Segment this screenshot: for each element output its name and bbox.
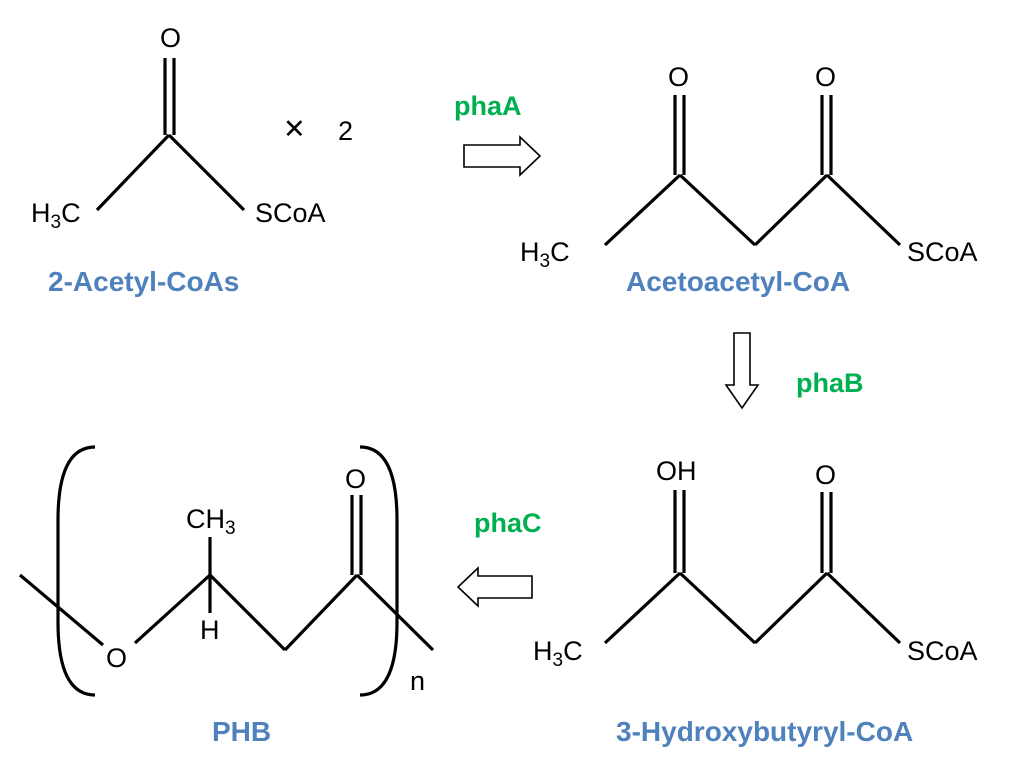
scoa-label: SCoA [255, 198, 326, 228]
compound-name-phb: PHB [212, 716, 271, 747]
ester-oxygen-label: O [106, 643, 127, 673]
bond [18, 573, 105, 647]
methyl-label: CH3 [186, 504, 236, 539]
methyl-label: H3C [520, 237, 570, 272]
bond [167, 133, 246, 212]
oxygen-label: O [160, 23, 181, 53]
enzyme-label-phaC: phaC [474, 508, 542, 538]
arrow-left-icon [456, 566, 533, 608]
scoa-label: SCoA [907, 237, 978, 267]
bond [208, 573, 287, 652]
multiply-symbol: ✕ [283, 114, 306, 144]
hydroxyl-label: OH [656, 456, 697, 486]
left-bracket [56, 445, 96, 697]
bond [603, 571, 682, 645]
bond [825, 571, 902, 645]
bond [133, 573, 212, 645]
scoa-label: SCoA [907, 636, 978, 666]
right-bracket [359, 445, 399, 697]
arrow-right-icon [463, 135, 542, 177]
bond [753, 571, 829, 645]
bond [678, 173, 757, 247]
bond [825, 173, 902, 247]
bond [283, 573, 359, 652]
arrow-down-icon [724, 332, 760, 410]
hydrogen-label: H [200, 615, 220, 645]
compound-name-acetoacetyl-coa: Acetoacetyl-CoA [626, 266, 850, 297]
acetyl-coa-structure: O H3C SCoA ✕ 2 [31, 23, 353, 233]
bond [678, 571, 757, 645]
oxygen-label: O [668, 62, 689, 92]
enzyme-label-phaA: phaA [454, 91, 522, 121]
hydroxybutyryl-coa-structure: OH O H3C SCoA [533, 456, 978, 671]
bond [95, 133, 171, 212]
oxygen-label: O [345, 464, 366, 494]
repeat-count-label: n [410, 666, 425, 696]
bond [355, 573, 435, 652]
oxygen-label: O [815, 62, 836, 92]
bond [603, 173, 682, 247]
compound-name-hydroxybutyryl-coa: 3-Hydroxybutyryl-CoA [616, 716, 913, 747]
methyl-label: H3C [31, 198, 81, 233]
enzyme-label-phaB: phaB [796, 368, 864, 398]
acetoacetyl-coa-structure: O O H3C SCoA [520, 62, 978, 272]
multiplier-value: 2 [338, 116, 353, 146]
methyl-label: H3C [533, 636, 583, 671]
bond [753, 173, 829, 247]
phb-structure: O O CH3 H n [18, 445, 435, 697]
oxygen-label: O [815, 460, 836, 490]
compound-name-acetyl-coa: 2-Acetyl-CoAs [48, 266, 239, 297]
